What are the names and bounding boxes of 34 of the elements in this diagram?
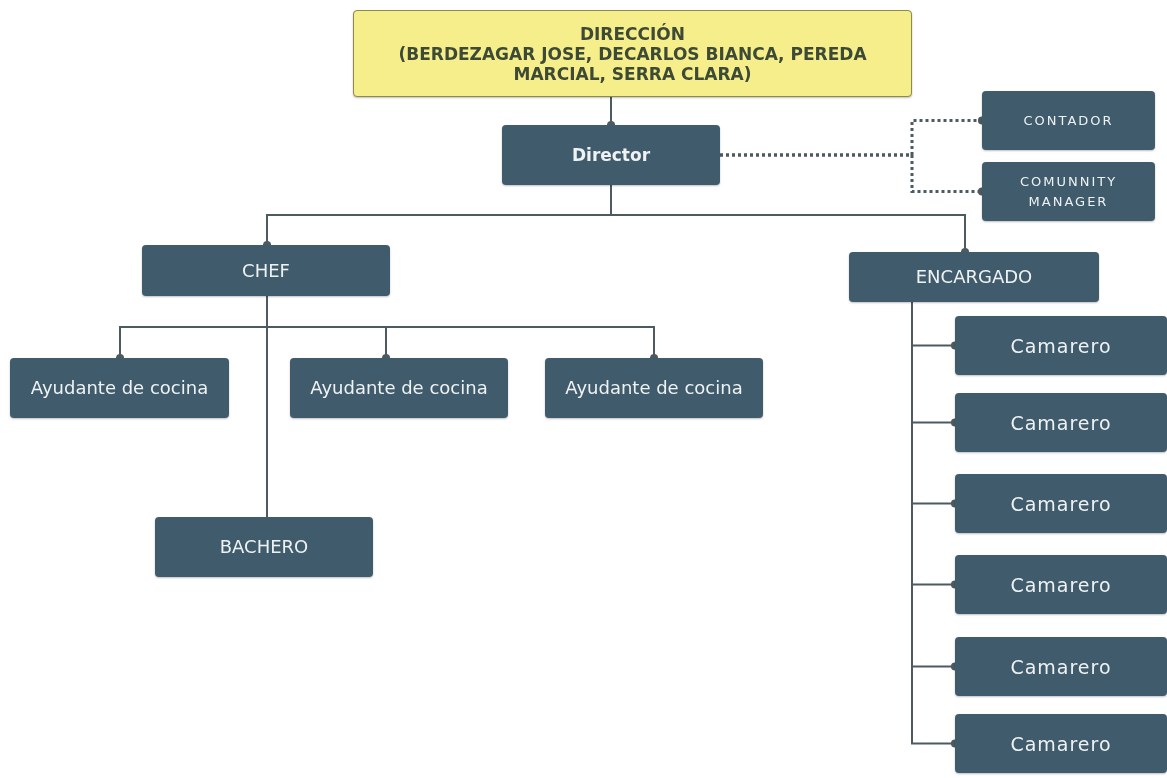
role-label: CONTADOR: [1023, 111, 1114, 130]
role-label: ENCARGADO: [915, 266, 1033, 288]
role-box: [982, 162, 1155, 221]
role-box: [849, 252, 1099, 302]
role-label: Director: [571, 145, 651, 165]
role-label: Camarero: [1010, 492, 1112, 515]
member-names: (BERDEZAGAR JOSE, DECARLOS BIANCA, PEREDA MARCIAL, SERRA CLARA): [397, 43, 868, 84]
role-label: Camarero: [1010, 334, 1112, 357]
role-label: Camarero: [1010, 573, 1112, 596]
role-box: [955, 555, 1167, 614]
role-label: Camarero: [1010, 655, 1112, 678]
role-label: Ayudante de cocina: [30, 377, 209, 399]
role-label: Camarero: [1010, 411, 1112, 434]
role-box: [155, 517, 373, 577]
role-label: COMUNNITY MANAGER: [1018, 172, 1119, 211]
role-box: [142, 245, 390, 296]
role-box: [502, 125, 720, 185]
role-label: Camarero: [1010, 732, 1112, 755]
role-box: [955, 474, 1167, 533]
role-label: Ayudante de cocina: [310, 377, 488, 399]
role-box: [955, 714, 1167, 773]
role-box: [955, 316, 1167, 375]
role-box: [955, 393, 1167, 452]
role-box: [982, 91, 1155, 150]
role-box: [10, 358, 229, 418]
role-box: [955, 637, 1167, 696]
role-label: BACHERO: [219, 536, 309, 558]
role-box: [290, 358, 508, 418]
role-box: [545, 358, 763, 418]
role-label: Ayudante de cocina: [565, 377, 743, 399]
connector-line: [266, 295, 268, 518]
heading-title: DIRECCIÓN: [579, 23, 686, 44]
heading-box: [353, 10, 912, 97]
role-label: CHEF: [242, 259, 290, 282]
